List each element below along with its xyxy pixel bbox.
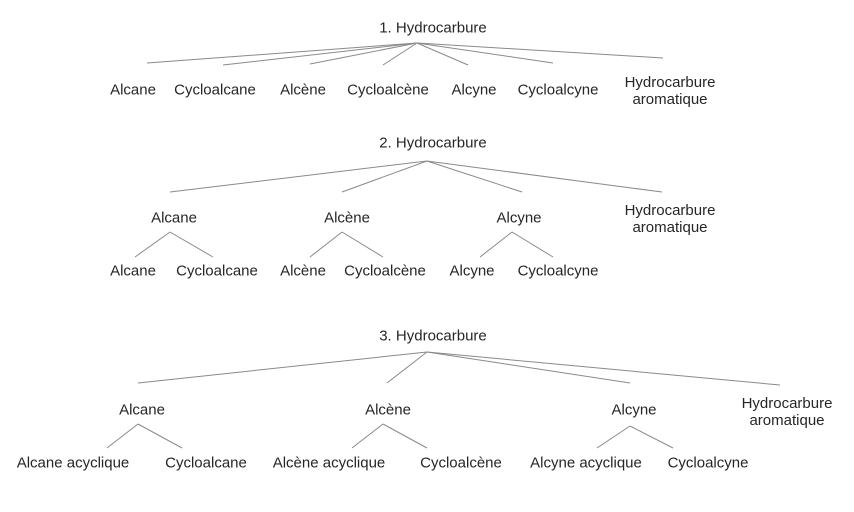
tree3-branch-alcene: Alcène [365, 401, 411, 419]
tree2-leaf-alcyne: Alcyne [449, 262, 495, 280]
edge [341, 160, 428, 193]
edge [341, 231, 384, 258]
tree3-root-label: 3. Hydrocarbure [379, 327, 487, 345]
edge [386, 351, 428, 384]
tree2-branch-alcane: Alcane [151, 209, 197, 227]
edge [169, 231, 214, 258]
tree3-leaf-cycloalcene: Cycloalcène [420, 454, 502, 472]
edge [416, 42, 469, 66]
tree2-branch-hydrocarbure-aromatique: Hydrocarbure aromatique [624, 202, 716, 236]
edge [596, 425, 631, 449]
edge [629, 425, 674, 449]
tree3-branch-hydrocarbure-aromatique: Hydrocarbure aromatique [741, 395, 833, 429]
edge [309, 42, 418, 65]
tree1-leaf-hydrocarbure-aromatique: Hydrocarbure aromatique [624, 74, 716, 108]
tree2-leaf-alcene: Alcène [280, 262, 326, 280]
edge [106, 423, 139, 449]
edge [382, 423, 428, 449]
tree1-leaf-cycloalcane: Cycloalcane [174, 81, 256, 99]
edge [146, 42, 418, 64]
tree1-edges [146, 42, 664, 66]
edge [426, 160, 523, 193]
tree1-leaf-alcane: Alcane [110, 81, 156, 99]
tree2-leaf-cycloalcyne: Cycloalcyne [517, 262, 599, 280]
tree3-leaf-cycloalcane: Cycloalcane [165, 454, 247, 472]
edge [511, 231, 554, 258]
tree1-leaf-cycloalcene: Cycloalcène [347, 81, 429, 99]
tree1-leaf-alcyne: Alcyne [451, 81, 497, 99]
edge [382, 42, 418, 66]
edge [222, 42, 418, 66]
edge [426, 160, 663, 193]
tree3-leaf-alcane-acyclique: Alcane acyclique [16, 454, 130, 472]
edge [426, 351, 781, 386]
tree3-leaf-cycloalcyne: Cycloalcyne [667, 454, 749, 472]
tree2-leaf-alcane: Alcane [110, 262, 156, 280]
tree2-leaf-cycloalcane: Cycloalcane [176, 262, 258, 280]
edge [134, 231, 171, 258]
tree3-leaf-alcyne-acyclique: Alcyne acyclique [530, 454, 642, 472]
tree2-leaf-cycloalcene: Cycloalcène [344, 262, 426, 280]
edge [351, 423, 384, 449]
edge [416, 42, 664, 59]
edge [169, 160, 428, 193]
tree2-branch-alcene: Alcène [324, 209, 370, 227]
tree1-root-label: 1. Hydrocarbure [379, 19, 487, 37]
tree2-edges [134, 160, 663, 258]
tree1-leaf-cycloalcyne: Cycloalcyne [517, 81, 599, 99]
tree2-branch-alcyne: Alcyne [496, 209, 542, 227]
edge [416, 42, 554, 64]
tree1-leaf-alcene: Alcène [280, 81, 326, 99]
tree3-leaf-alcene-acyclique: Alcène acyclique [272, 454, 386, 472]
tree3-branch-alcane: Alcane [119, 401, 165, 419]
edge [137, 351, 428, 384]
edge [426, 351, 631, 384]
tree3-edges [106, 351, 781, 449]
tree2-root-label: 2. Hydrocarbure [379, 134, 487, 152]
tree3-branch-alcyne: Alcyne [611, 401, 657, 419]
edge [309, 231, 343, 258]
edge [479, 231, 513, 258]
edge [137, 423, 183, 449]
